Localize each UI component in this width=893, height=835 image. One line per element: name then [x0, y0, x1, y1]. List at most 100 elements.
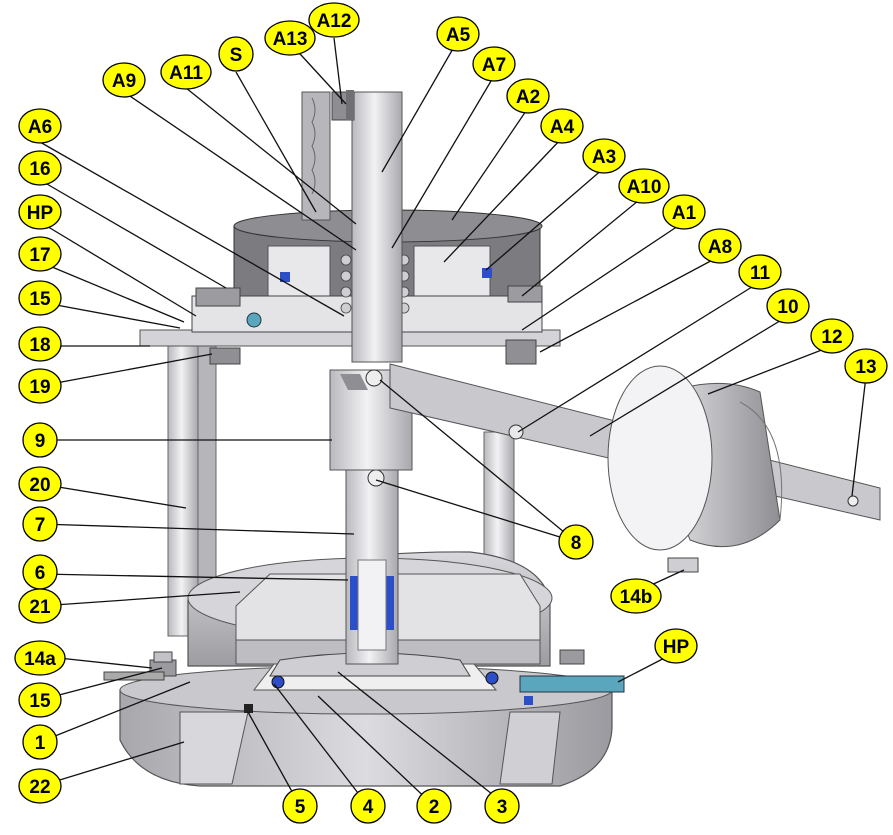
- label-text: A2: [516, 87, 540, 108]
- label-bubble: [416, 788, 452, 824]
- label-text: HP: [27, 203, 54, 224]
- label-a8: A8: [698, 228, 742, 264]
- label-18: 18: [18, 326, 62, 362]
- lever-and-weight: [389, 363, 881, 573]
- label-text: 15: [29, 289, 51, 310]
- label-bubble: [18, 768, 62, 804]
- label-a12: A12: [308, 2, 360, 38]
- label-text: A6: [28, 117, 52, 138]
- leader-lines: [39, 37, 867, 807]
- label-text: 10: [777, 297, 798, 318]
- label-text: 6: [35, 563, 46, 584]
- label-text: 7: [35, 515, 46, 536]
- label-text: 8: [571, 533, 582, 554]
- label-text: A10: [627, 177, 662, 198]
- label-bubble: [18, 466, 62, 502]
- label-4: 4: [350, 788, 386, 824]
- label-a10: A10: [618, 168, 670, 204]
- label-text: A12: [317, 11, 352, 32]
- label-17: 17: [18, 236, 62, 272]
- label-a11: A11: [160, 54, 212, 90]
- label-text: 15: [29, 691, 51, 712]
- label-bubble: [350, 788, 386, 824]
- label-1: 1: [22, 724, 58, 760]
- label-a1: A1: [662, 194, 706, 230]
- label-3: 3: [484, 788, 520, 824]
- lower-spindle: [345, 463, 399, 665]
- label-bubble: [18, 682, 62, 718]
- label-bubble: [14, 640, 66, 676]
- label-text: S: [230, 45, 243, 66]
- label-text: 12: [821, 327, 842, 348]
- main-stem: [301, 90, 403, 363]
- label-bubble: [484, 788, 520, 824]
- label-bubble: [22, 422, 58, 458]
- label-a3: A3: [582, 138, 626, 174]
- label-a2: A2: [506, 78, 550, 114]
- label-text: 21: [29, 597, 51, 618]
- label-text: A8: [708, 237, 732, 258]
- label-a4: A4: [540, 108, 584, 144]
- label-19: 19: [18, 368, 62, 404]
- label-text: 18: [29, 335, 50, 356]
- label-8: 8: [558, 524, 594, 560]
- label-text: A7: [482, 55, 506, 76]
- label-13: 13: [844, 348, 888, 384]
- label-15-bottom: 15: [18, 682, 62, 718]
- label-text: A5: [446, 25, 471, 46]
- label-bubble: [582, 138, 626, 174]
- label-7: 7: [22, 506, 58, 542]
- label-a6: A6: [18, 108, 62, 144]
- label-bubble: [102, 62, 146, 98]
- label-bubble: [662, 194, 706, 230]
- label-text: 14b: [620, 587, 653, 608]
- label-20: 20: [18, 466, 62, 502]
- label-text: 4: [363, 797, 374, 818]
- label-bubble: [18, 194, 62, 230]
- label-9: 9: [22, 422, 58, 458]
- label-bubble: [160, 54, 212, 90]
- label-a7: A7: [472, 46, 516, 82]
- label-text: 1: [35, 733, 46, 754]
- label-15-top: 15: [18, 280, 62, 316]
- label-text: 13: [855, 357, 876, 378]
- label-text: 5: [295, 797, 306, 818]
- label-11: 11: [738, 254, 782, 290]
- label-bubble: [18, 108, 62, 144]
- label-text: A1: [672, 203, 697, 224]
- label-a5: A5: [436, 16, 480, 52]
- label-14b: 14b: [610, 578, 662, 614]
- label-bubble: [18, 150, 62, 186]
- label-5: 5: [282, 788, 318, 824]
- label-text: 20: [29, 475, 50, 496]
- label-text: 16: [29, 159, 50, 180]
- label-hp-top: HP: [18, 194, 62, 230]
- label-text: A9: [112, 71, 136, 92]
- label-a13: A13: [264, 20, 316, 56]
- label-text: 2: [429, 797, 440, 818]
- label-21: 21: [18, 588, 62, 624]
- label-12: 12: [810, 318, 854, 354]
- label-bubble: [22, 724, 58, 760]
- label-bubble: [654, 628, 698, 664]
- label-bubble: [282, 788, 318, 824]
- label-text: 9: [35, 431, 46, 452]
- label-bubble: [618, 168, 670, 204]
- label-s: S: [218, 36, 254, 72]
- label-text: 17: [29, 245, 50, 266]
- label-bubble: [558, 524, 594, 560]
- label-bubble: [766, 288, 810, 324]
- label-text: A11: [169, 63, 203, 84]
- label-bubble: [540, 108, 584, 144]
- label-bubble: [308, 2, 360, 38]
- label-hp-bottom: HP: [654, 628, 698, 664]
- label-bubble: [810, 318, 854, 354]
- label-text: A3: [592, 147, 616, 168]
- label-16: 16: [18, 150, 62, 186]
- label-10: 10: [766, 288, 810, 324]
- label-text: 19: [29, 377, 50, 398]
- label-bubble: [472, 46, 516, 82]
